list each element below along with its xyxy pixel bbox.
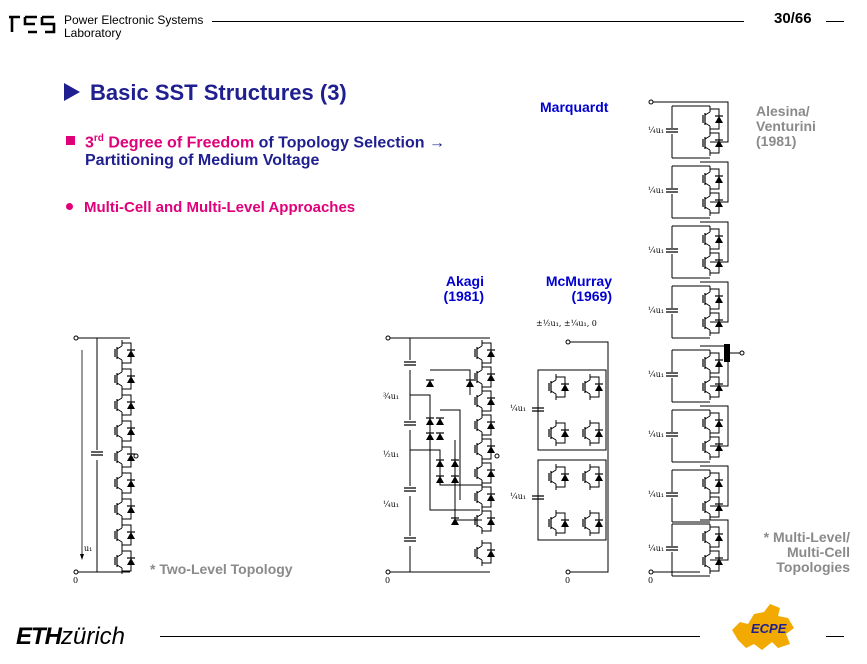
b1-sup: rd bbox=[93, 133, 104, 144]
mmc-14-3: ¼u₁ bbox=[648, 246, 664, 255]
b1-number: 3 bbox=[85, 134, 94, 152]
bullet-multi-cell: Multi-Cell and Multi-Level Approaches bbox=[66, 199, 355, 216]
label-marquardt: Marquardt bbox=[540, 99, 609, 115]
page-number: 30/66 bbox=[774, 10, 812, 27]
ecpe-logo-text: ECPE bbox=[751, 621, 787, 636]
lab-name-line1: Power Electronic Systems bbox=[64, 13, 204, 27]
akagi-12: ½u₁ bbox=[383, 450, 399, 459]
footer-rule bbox=[160, 636, 700, 637]
u1-label: u₁ bbox=[84, 544, 92, 553]
header-rule bbox=[212, 21, 744, 22]
ecpe-map-logo bbox=[732, 604, 794, 650]
label-alesina-year: (1981) bbox=[756, 133, 797, 149]
lab-name-line2: Laboratory bbox=[64, 26, 122, 40]
label-alesina-1: Alesina/ bbox=[756, 103, 810, 119]
mmc-14-1: ¼u₁ bbox=[648, 126, 664, 135]
footer-dash bbox=[826, 636, 844, 637]
akagi-circuit bbox=[385, 335, 500, 575]
b1-highlight: Degree of Freedom bbox=[103, 134, 255, 152]
triangle-bullet-icon bbox=[64, 83, 80, 101]
mmc-14-4: ¼u₁ bbox=[648, 306, 664, 315]
eth-logo: ETHzürich bbox=[16, 623, 125, 651]
zero-label-4: 0 bbox=[648, 576, 653, 585]
akagi-14: ¼u₁ bbox=[383, 500, 399, 509]
mmc-14-6: ¼u₁ bbox=[648, 430, 664, 439]
label-akagi-year: (1981) bbox=[443, 288, 484, 304]
round-bullet-icon bbox=[66, 203, 73, 210]
mcmurray-14a: ¼u₁ bbox=[510, 404, 526, 413]
square-bullet-icon bbox=[66, 136, 75, 146]
mcmurray-circuit bbox=[531, 339, 609, 575]
label-akagi: Akagi (1981) bbox=[430, 274, 484, 304]
mcmurray-14b: ¼u₁ bbox=[510, 492, 526, 501]
header-dash bbox=[826, 21, 844, 22]
akagi-34: ¾u₁ bbox=[383, 392, 399, 401]
slide-title-text: Basic SST Structures (3) bbox=[90, 80, 347, 105]
label-multi-level: * Multi-Level/ Multi-Cell Topologies bbox=[752, 530, 850, 575]
lab-name: Power Electronic Systems Laboratory bbox=[64, 14, 203, 40]
slide-title: Basic SST Structures (3) bbox=[64, 80, 347, 106]
label-alesina: Alesina/ Venturini (1981) bbox=[756, 104, 816, 149]
mcmurray-levels: ±½u₁, ±¼u₁, 0 bbox=[536, 319, 597, 328]
label-mcmurray-year: (1969) bbox=[571, 288, 612, 304]
label-alesina-2: Venturini bbox=[756, 118, 816, 134]
mmc-14-5: ¼u₁ bbox=[648, 370, 664, 379]
two-level-circuit bbox=[73, 335, 139, 575]
zero-label-1: 0 bbox=[73, 576, 78, 585]
label-multi-1: * Multi-Level/ bbox=[763, 529, 850, 545]
mmc-14-8: ¼u₁ bbox=[648, 544, 664, 553]
marquardt-circuit bbox=[648, 99, 745, 576]
mmc-14-2: ¼u₁ bbox=[648, 186, 664, 195]
label-multi-2: Multi-Cell bbox=[787, 544, 850, 560]
eth-logo-bold: ETH bbox=[16, 623, 62, 650]
zero-label-3: 0 bbox=[565, 576, 570, 585]
pes-logo bbox=[9, 15, 56, 34]
b1-line2: Partitioning of Medium Voltage bbox=[85, 152, 320, 170]
zero-label-2: 0 bbox=[385, 576, 390, 585]
label-akagi-name: Akagi bbox=[445, 273, 484, 289]
mmc-14-7: ¼u₁ bbox=[648, 490, 664, 499]
bullet-degree-of-freedom: 3rd Degree of Freedom of Topology Select… bbox=[66, 130, 445, 170]
label-mcmurray: McMurray (1969) bbox=[540, 274, 612, 304]
label-two-level: * Two-Level Topology bbox=[150, 561, 293, 577]
eth-logo-rest: zürich bbox=[61, 623, 126, 650]
b2-text: Multi-Cell and Multi-Level Approaches bbox=[84, 199, 356, 216]
label-mcmurray-name: McMurray bbox=[545, 273, 612, 289]
b1-rest: of Topology Selection → bbox=[254, 134, 445, 152]
label-multi-3: Topologies bbox=[776, 559, 850, 575]
